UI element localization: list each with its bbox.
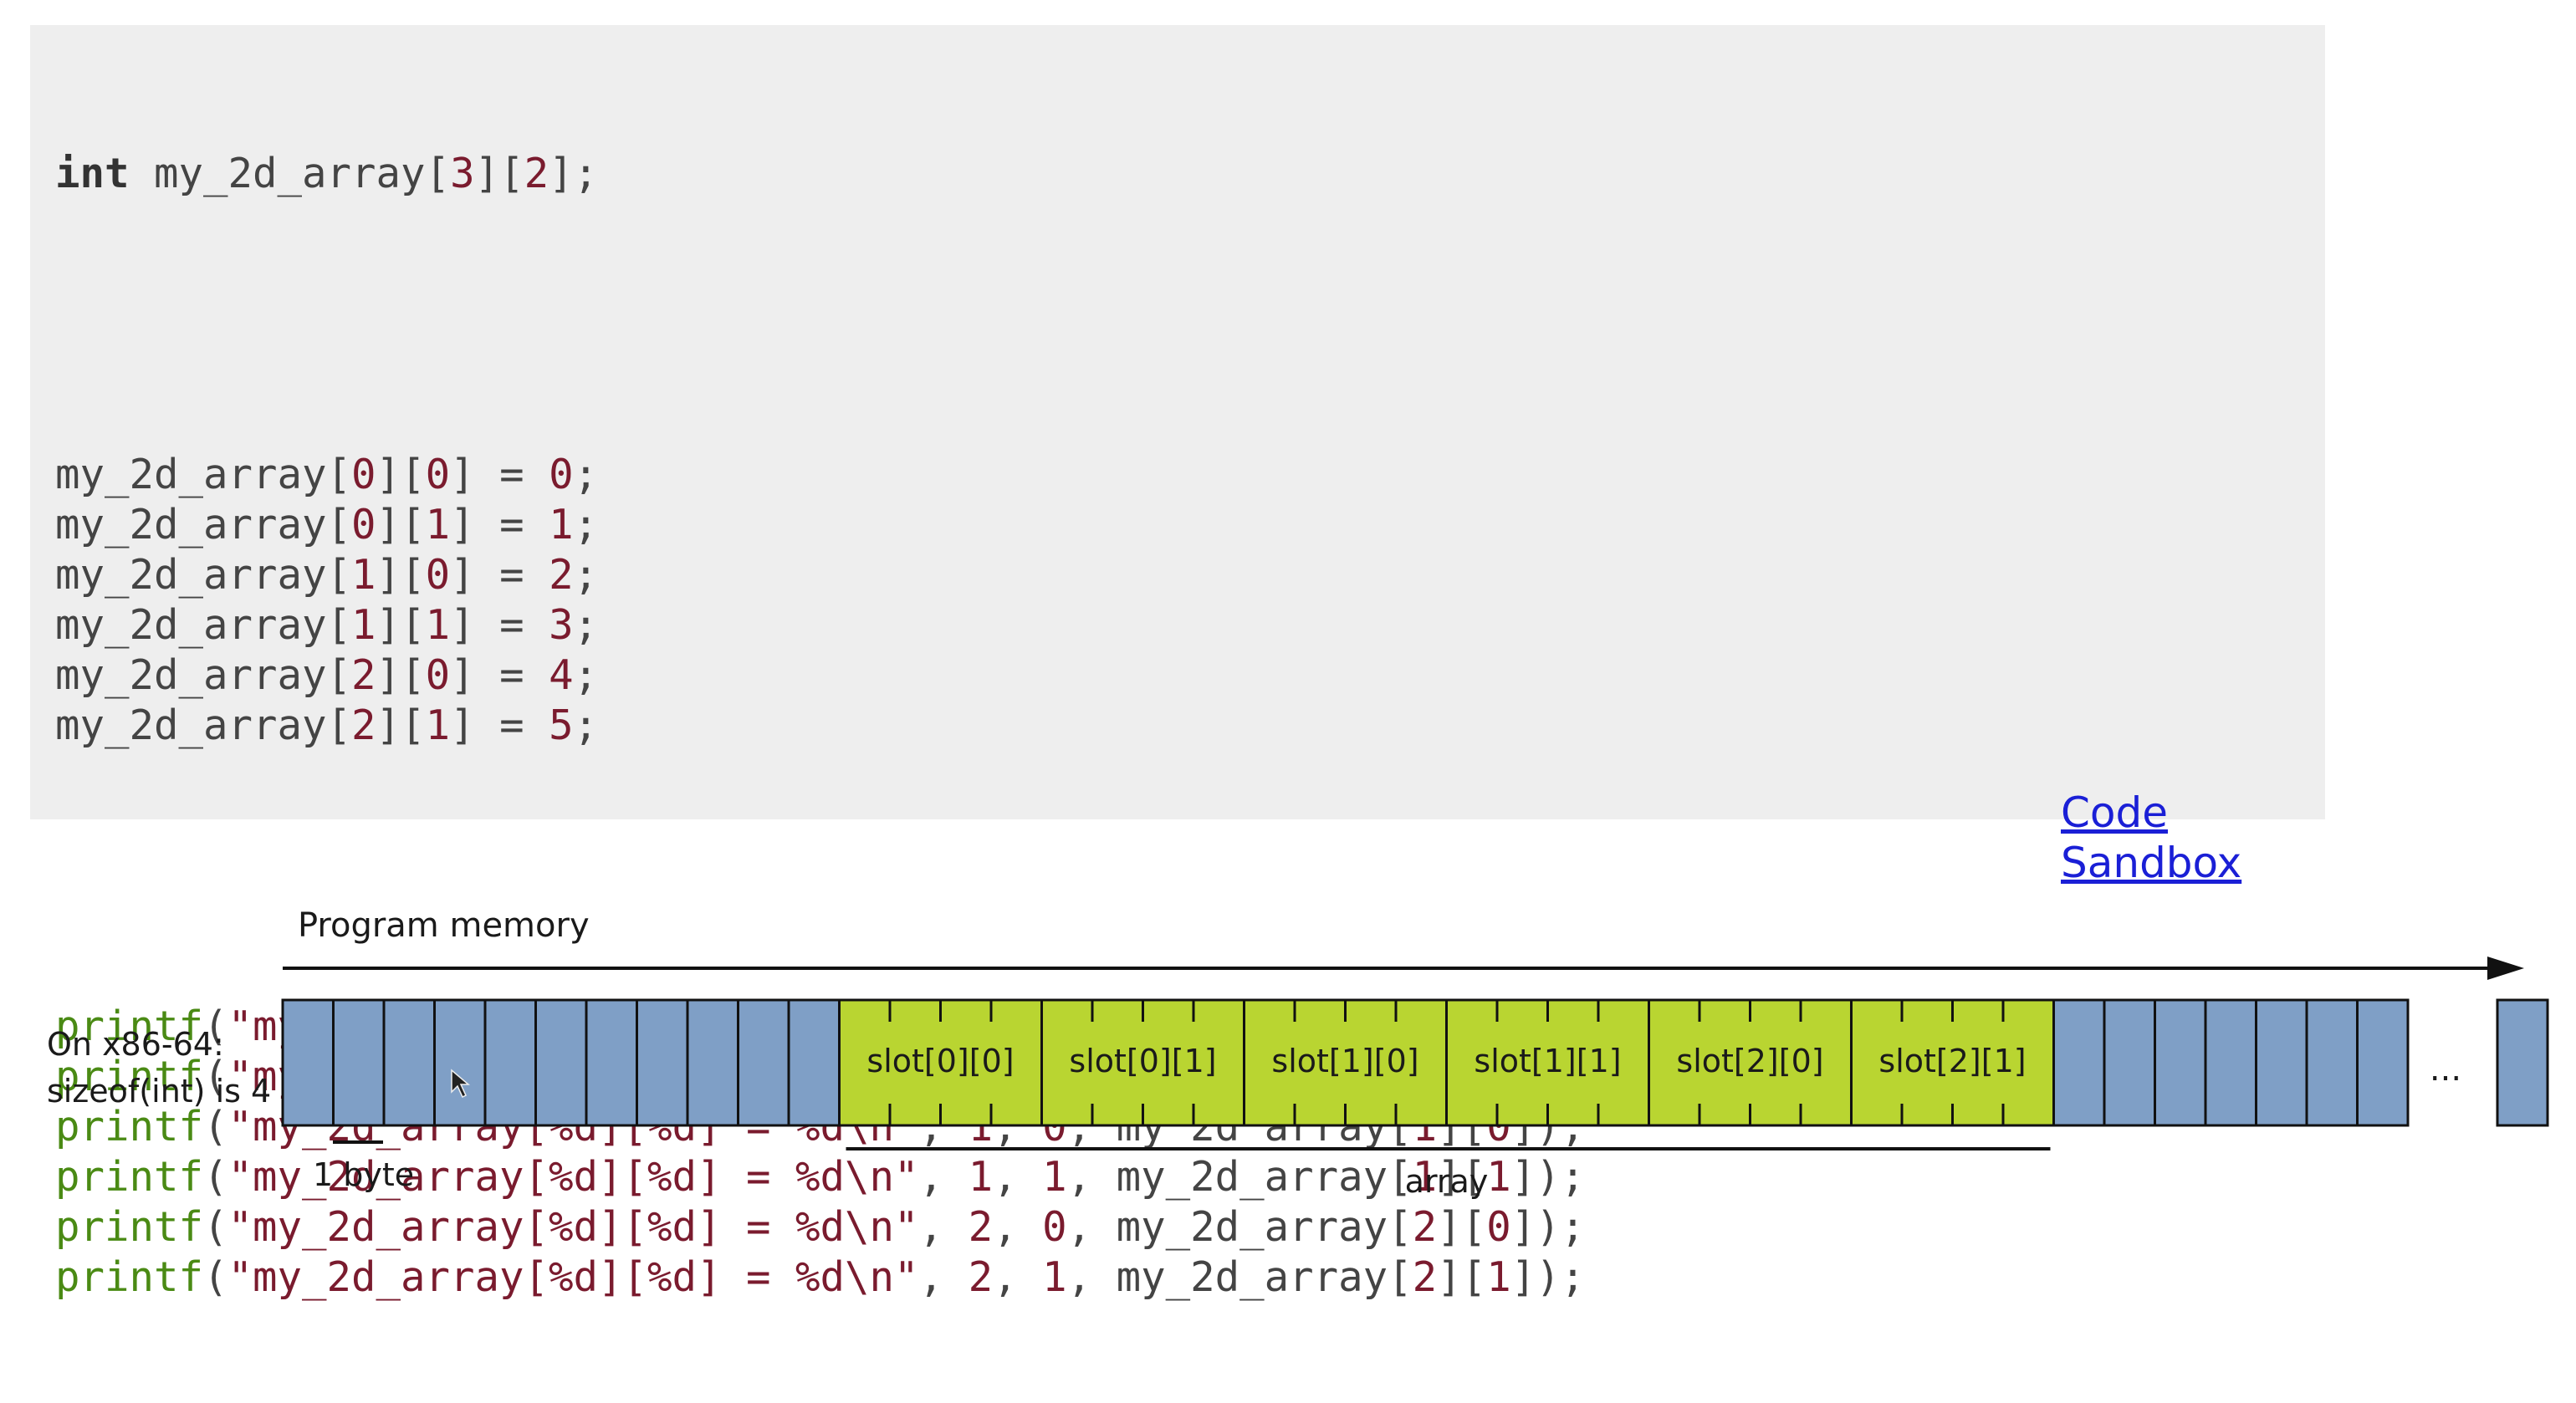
index-j: 1 [425, 601, 451, 649]
arg-index-b: 1 [1042, 1253, 1067, 1301]
index-j: 1 [425, 501, 451, 548]
array-name: my_2d_array [154, 150, 426, 197]
memory-byte-cell [332, 998, 386, 1127]
slot-label: slot[1][1] [1474, 1043, 1621, 1079]
memory-byte-cell [2255, 998, 2308, 1127]
index-j: 1 [1486, 1153, 1511, 1201]
assigned-value: 2 [549, 551, 574, 599]
ellipsis-label: ... [2430, 1050, 2461, 1089]
assignment-line: my_2d_array[2][0] = 4; [55, 651, 599, 699]
index-i: 0 [351, 501, 376, 548]
memory-byte-cell [737, 998, 790, 1127]
assignment-lines: my_2d_array[0][0] = 0;my_2d_array[0][1] … [55, 450, 1585, 751]
index-j: 1 [425, 702, 451, 749]
arg-index-b: 1 [1042, 1153, 1067, 1201]
array-name: my_2d_array [55, 702, 327, 749]
array-name: my_2d_array [1116, 1153, 1388, 1201]
array-name: my_2d_array [55, 451, 327, 498]
memory-byte-cell [382, 998, 436, 1127]
array-name: my_2d_array [55, 651, 327, 699]
function-name: printf [55, 1003, 204, 1050]
memory-byte-cell [483, 998, 537, 1127]
assigned-value: 0 [549, 451, 574, 498]
slot-label: slot[1][0] [1271, 1043, 1418, 1079]
arch-label-line2: sizeof(int) is 4 [47, 1073, 271, 1110]
assignment-line: my_2d_array[1][1] = 3; [55, 601, 599, 649]
index-i: 1 [351, 551, 376, 599]
array-name: my_2d_array [55, 551, 327, 599]
slot-label: slot[2][0] [1676, 1043, 1823, 1079]
array-name: my_2d_array [55, 501, 327, 548]
memory-byte-cell [2496, 998, 2549, 1127]
mouse-cursor-icon [451, 1069, 471, 1099]
index-i: 2 [351, 702, 376, 749]
memory-byte-cell [787, 998, 841, 1127]
slot-label: slot[2][1] [1878, 1043, 2026, 1079]
one-byte-label: 1 byte [313, 1156, 414, 1193]
assignment-line: my_2d_array[0][1] = 1; [55, 501, 599, 548]
array-name: my_2d_array [55, 601, 327, 649]
memory-byte-cell [281, 998, 335, 1127]
memory-byte-cell [585, 998, 638, 1127]
memory-byte-cell [433, 998, 487, 1127]
memory-byte-cell [636, 998, 689, 1127]
program-memory-label: Program memory [298, 906, 590, 945]
assignment-line: my_2d_array[2][1] = 5; [55, 702, 599, 749]
assigned-value: 4 [549, 651, 574, 699]
index-i: 0 [351, 451, 376, 498]
assigned-value: 5 [549, 702, 574, 749]
memory-byte-cell [2154, 998, 2207, 1127]
dim-rows: 3 [450, 150, 475, 197]
format-string: "my_2d_array[%d][%d] = %d\n" [227, 1153, 919, 1201]
index-j: 0 [425, 651, 451, 699]
assigned-value: 1 [549, 501, 574, 548]
memory-byte-cell [2052, 998, 2106, 1127]
array-name: my_2d_array [1116, 1253, 1388, 1301]
assignment-line: my_2d_array[0][0] = 0; [55, 451, 599, 498]
memory-byte-cell [2356, 998, 2410, 1127]
memory-byte-cell [2204, 998, 2257, 1127]
function-name: printf [55, 1153, 204, 1201]
type-keyword: int [55, 150, 130, 197]
code-link[interactable]: Code [2061, 788, 2169, 837]
printf-line: printf("my_2d_array[%d][%d] = %d\n", 2, … [55, 1253, 1586, 1301]
index-j: 0 [425, 451, 451, 498]
index-i: 1 [351, 601, 376, 649]
declaration-line: int my_2d_array[3][2]; [55, 150, 599, 197]
index-j: 1 [1486, 1253, 1511, 1301]
slot-label: slot[0][0] [866, 1043, 1014, 1079]
sandbox-link[interactable]: Sandbox [2061, 839, 2242, 887]
slot-label: slot[0][1] [1069, 1043, 1216, 1079]
arg-index-a: 2 [968, 1253, 994, 1301]
memory-byte-cell [686, 998, 739, 1127]
index-i: 2 [1412, 1253, 1438, 1301]
index-j: 0 [425, 551, 451, 599]
assigned-value: 3 [549, 601, 574, 649]
memory-diagram: Program memory slot[0][0] slot[0][1] slot[1… [47, 906, 2549, 1200]
arg-index-a: 1 [968, 1153, 994, 1201]
index-i: 1 [1412, 1153, 1438, 1201]
function-name: printf [55, 1253, 204, 1301]
index-i: 2 [351, 651, 376, 699]
memory-byte-cell [2305, 998, 2359, 1127]
sandbox-links: Code Sandbox [2061, 788, 2325, 888]
function-name: printf [55, 1053, 204, 1100]
printf-line: printf("my_2d_array[%d][%d] = %d\n", 1, … [55, 1153, 1586, 1201]
memory-byte-cell [534, 998, 588, 1127]
array-label: array [1405, 1163, 1489, 1200]
function-name: printf [55, 1103, 204, 1150]
arch-label-line1: On x86-64: [47, 1026, 224, 1063]
format-string: "my_2d_array[%d][%d] = %d\n" [227, 1253, 919, 1301]
dim-cols: 2 [524, 150, 549, 197]
memory-byte-cell [2103, 998, 2156, 1127]
memory-arrow-head [2487, 957, 2524, 980]
assignment-line: my_2d_array[1][0] = 2; [55, 551, 599, 599]
